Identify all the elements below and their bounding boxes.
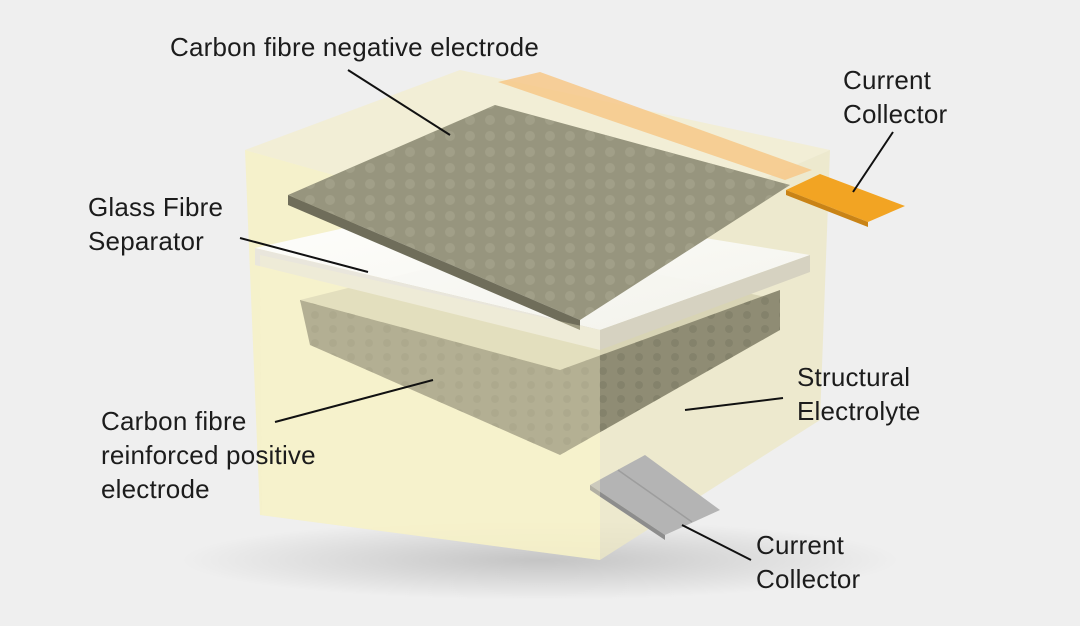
- positive-electrode-edge-texture: [560, 290, 780, 455]
- label-separator-line-2: Separator: [88, 226, 204, 256]
- current-collector-bottom-tab: [590, 455, 720, 535]
- ground-shadow: [180, 520, 900, 600]
- label-positive-electrode-line-2: reinforced positive: [101, 440, 316, 470]
- label-current-collector-top: Current Collector: [843, 63, 947, 131]
- current-collector-bottom-tab-edge: [590, 485, 665, 540]
- negative-electrode-front: [288, 195, 580, 330]
- label-current-collector-bottom-line-1: Current: [756, 530, 845, 560]
- label-positive-electrode: Carbon fibre reinforced positive electro…: [101, 404, 316, 506]
- leader-line-separator: [239, 237, 369, 273]
- label-negative-electrode: Carbon fibre negative electrode: [170, 30, 539, 64]
- label-structural-electrolyte-line-1: Structural: [797, 362, 911, 392]
- positive-electrode-texture: [300, 300, 560, 455]
- label-positive-electrode-line-3: electrode: [101, 474, 210, 504]
- label-negative-electrode-line-1: Carbon fibre negative electrode: [170, 32, 539, 62]
- leader-line-positive-electrode: [274, 379, 434, 423]
- label-current-collector-top-line-2: Collector: [843, 99, 948, 129]
- label-positive-electrode-line-1: Carbon fibre: [101, 406, 247, 436]
- current-collector-top-tab-edge: [786, 190, 868, 227]
- leader-line-negative-electrode: [347, 69, 451, 136]
- leader-line-structural-electrolyte: [684, 397, 784, 411]
- label-structural-electrolyte-line-2: Electrolyte: [797, 396, 921, 426]
- separator-right: [600, 255, 810, 350]
- leader-line-current-collector-top: [852, 131, 894, 193]
- label-separator-line-1: Glass Fibre: [88, 192, 224, 222]
- leader-line-current-collector-bottom: [681, 524, 752, 561]
- label-structural-electrolyte: Structural Electrolyte: [797, 360, 921, 428]
- label-current-collector-top-line-1: Current: [843, 65, 932, 95]
- separator-front: [255, 248, 600, 350]
- current-collector-top-strip: [498, 72, 812, 180]
- label-current-collector-bottom-line-2: Collector: [756, 564, 861, 594]
- negative-electrode-texture: [288, 105, 790, 320]
- label-current-collector-bottom: Current Collector: [756, 528, 860, 596]
- current-collector-top-tab: [786, 174, 905, 222]
- electrolyte-block-front: [260, 255, 600, 560]
- label-separator: Glass Fibre Separator: [88, 190, 223, 258]
- current-collector-bottom-seam: [617, 469, 693, 523]
